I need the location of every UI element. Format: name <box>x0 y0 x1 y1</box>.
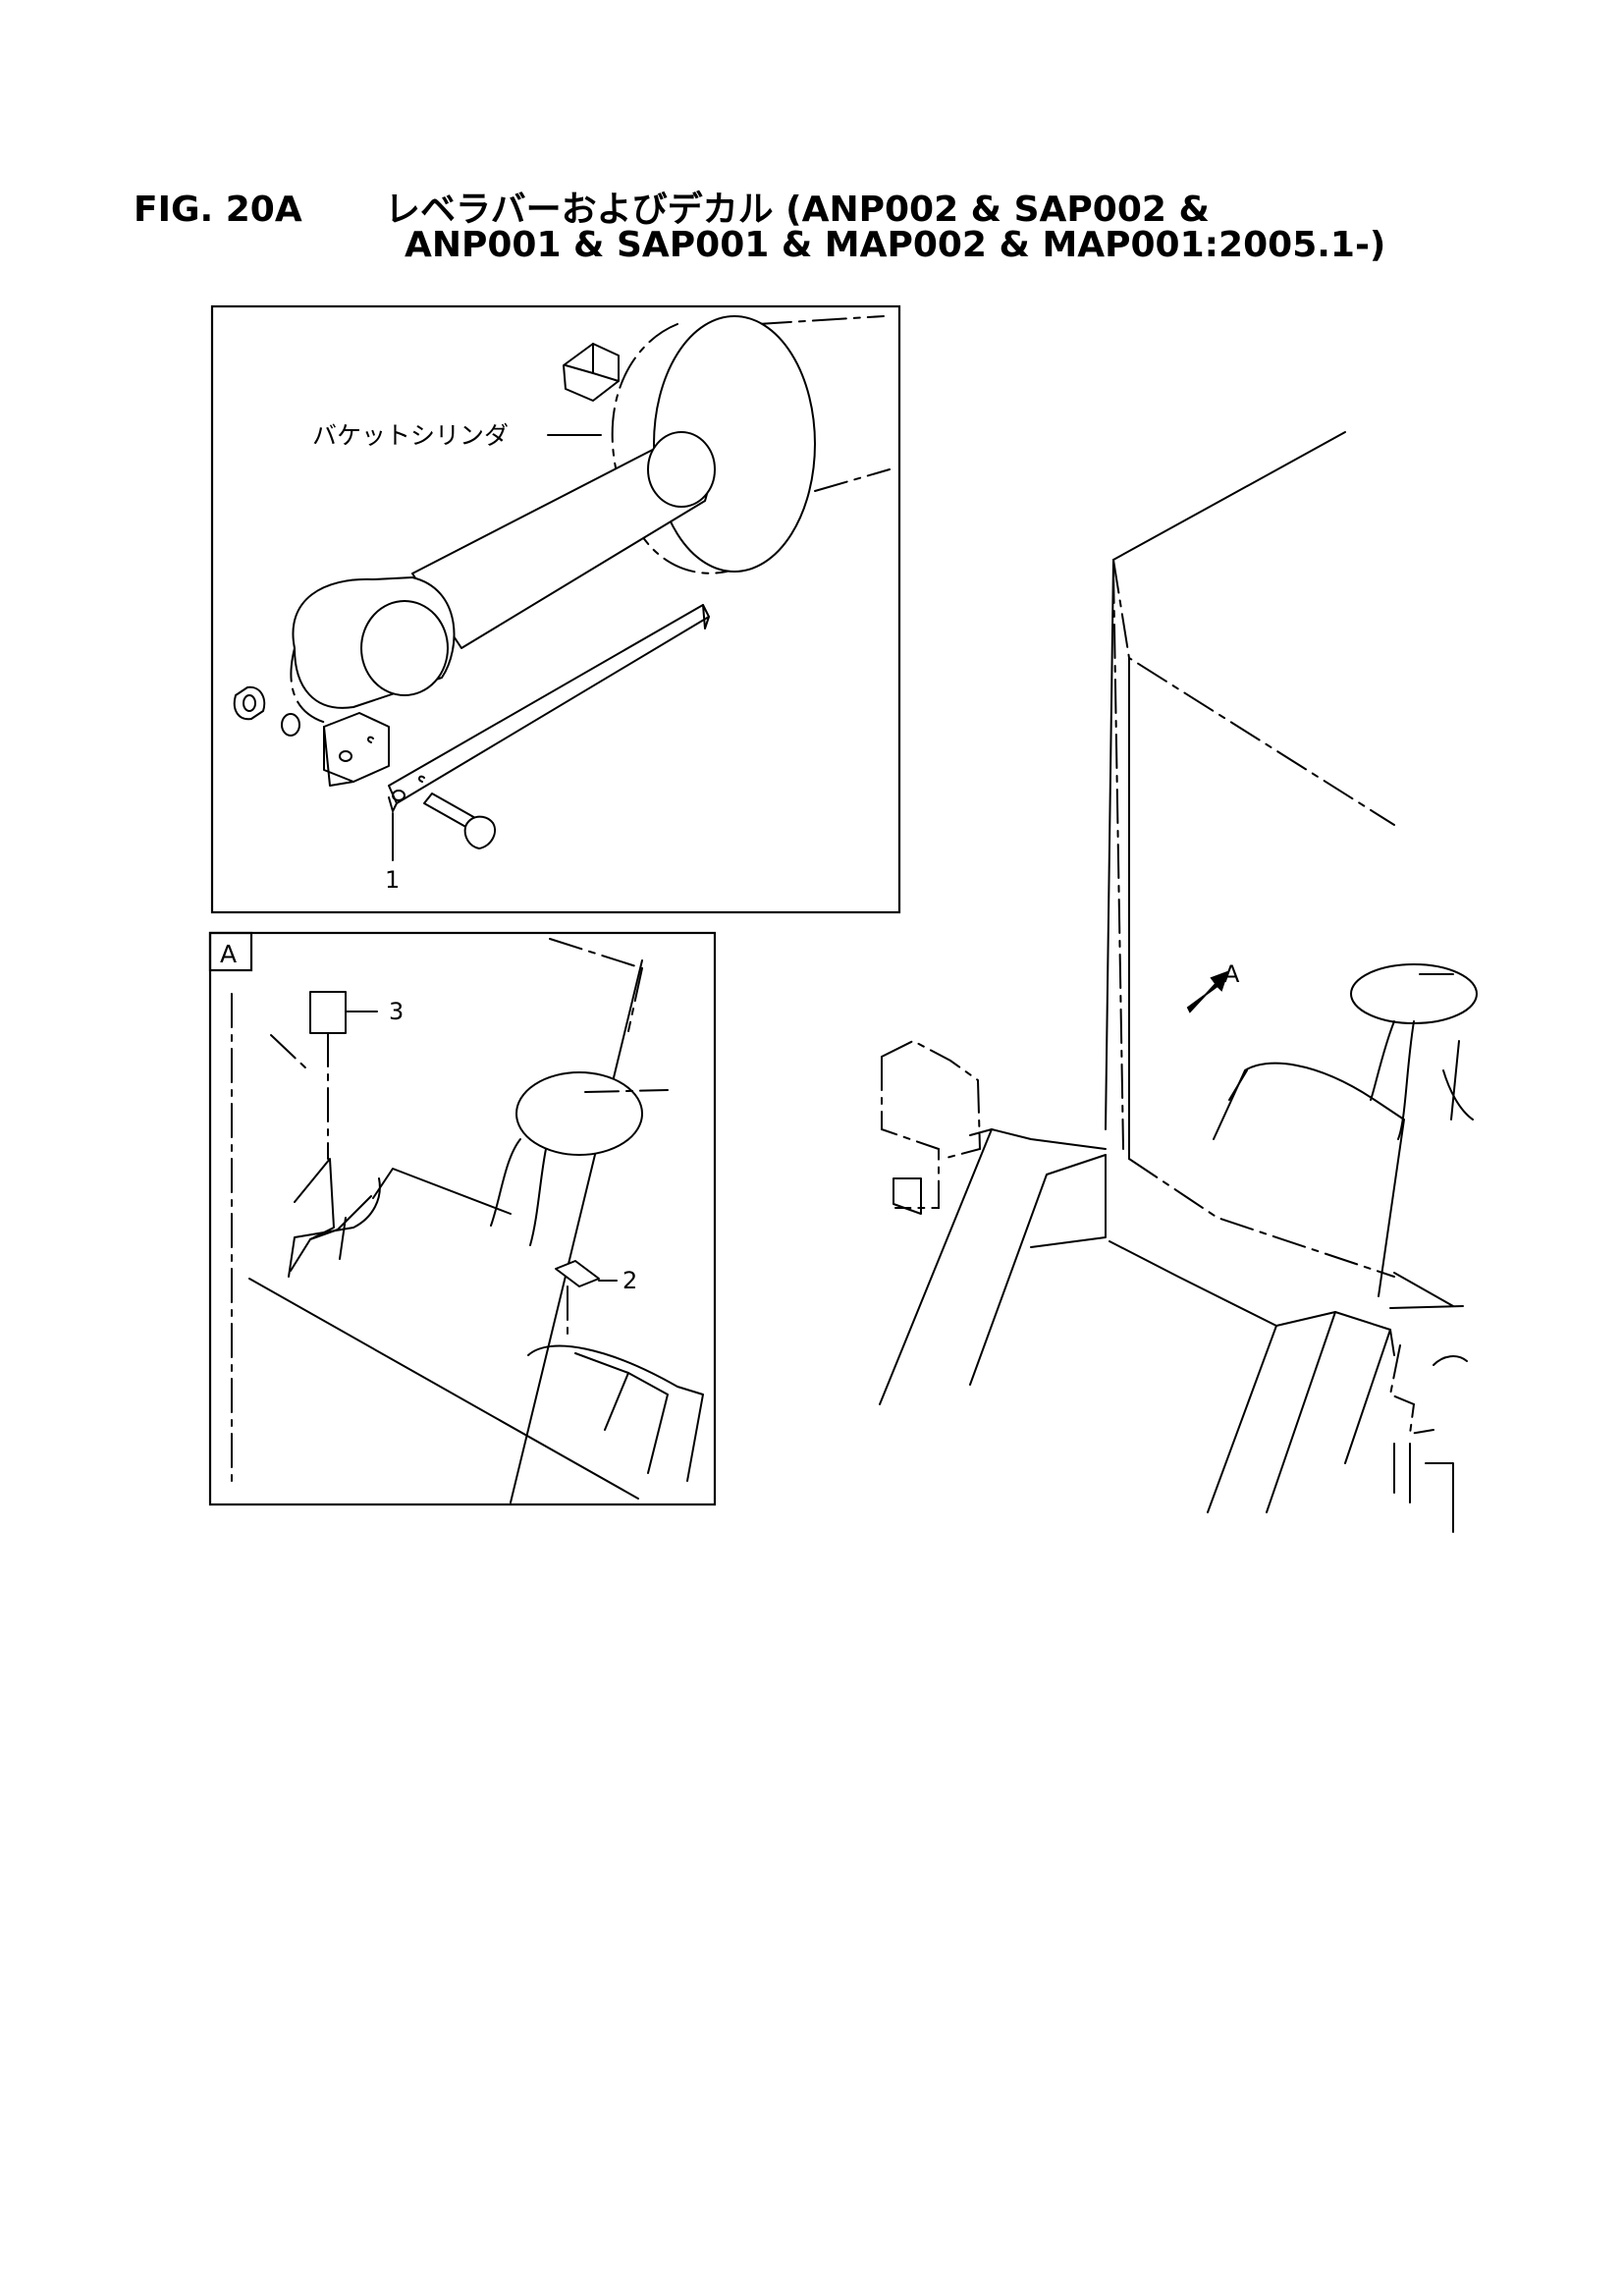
bracket-hole <box>339 750 352 762</box>
cylinder-barrel-edge-bottom <box>814 468 891 492</box>
detail-a-lever-details <box>309 1195 372 1260</box>
detail-a-wiring <box>270 1034 309 1071</box>
detail-a-step-edges <box>574 1352 669 1474</box>
detail-a-panel-edge <box>372 1168 512 1215</box>
cab-pillar-inner <box>1112 569 1124 1150</box>
left-frame-side <box>1030 1154 1107 1248</box>
view-a-arrow <box>1186 970 1229 1013</box>
cab-roof-edge <box>1112 431 1346 561</box>
front-console-edge <box>1228 1069 1248 1101</box>
cab-seat-support <box>1370 1020 1415 1140</box>
mounting-bracket-side <box>323 726 354 787</box>
leveler-bar-hole <box>392 790 406 801</box>
frame-cross-member <box>1109 1240 1395 1356</box>
cylinder-barrel-edge-top <box>757 315 885 325</box>
rear-step-curve <box>1433 1355 1468 1366</box>
left-fender-step-dashed <box>881 1056 940 1209</box>
detail-a-seat-guide <box>584 1089 669 1093</box>
cylinder-detail-frame <box>210 304 901 914</box>
port-fitting-edges <box>565 343 620 382</box>
rear-step-dashed <box>1388 1344 1434 1436</box>
figure-title-line1: レベラバーおよびデカル (ANP002 & SAP002 & <box>385 190 1210 230</box>
pin-bushing <box>233 685 266 721</box>
leveler-bar-thickness <box>388 604 710 812</box>
frame-rear-top <box>1389 1272 1464 1309</box>
rod-gland <box>647 431 716 508</box>
frame-rear-rails <box>1207 1311 1391 1513</box>
detail-a-frame <box>208 931 717 1506</box>
cab-pillar-front <box>1105 559 1114 1130</box>
leveler-bar-clip <box>417 775 425 783</box>
detail-a-pillar-line <box>510 959 643 1503</box>
bracket-clip <box>366 736 374 743</box>
figure-number: FIG. 20A <box>134 190 302 230</box>
left-fender-dashed <box>881 1039 982 1160</box>
detail-a-panel: A 3 2 <box>208 931 717 1506</box>
detail-a-seat-support <box>490 1138 547 1246</box>
detail-a-seat-cushion <box>515 1071 643 1156</box>
mounting-bracket <box>323 712 390 783</box>
cab-roof-front <box>1112 559 1395 826</box>
o-ring <box>281 713 300 737</box>
cab-seat-cushion <box>1350 963 1478 1024</box>
view-a-arrow-label: A <box>1223 960 1240 988</box>
cab-seat-back <box>1442 1040 1474 1121</box>
bolt-head <box>463 815 497 849</box>
detail-a-step-outline <box>527 1344 704 1482</box>
detail-a-floor-line <box>248 1278 639 1500</box>
detail-a-lever-housing <box>290 1158 335 1272</box>
bucket-cylinder-label: バケットシリンダ <box>312 421 509 450</box>
rod-eye-bore <box>360 600 449 696</box>
detail-a-tag: A <box>220 940 237 968</box>
detail-a-pillar-top <box>627 967 643 1032</box>
left-frame-inner <box>969 1154 1107 1386</box>
callout-2-label: 2 <box>622 1267 637 1294</box>
rod-eye-back <box>290 647 335 726</box>
detail-a-console-outline <box>288 1177 381 1278</box>
floor-edge <box>1128 1158 1395 1278</box>
cylinder-detail-panel: 1 バケットシリンダ <box>210 304 901 914</box>
rear-ladder <box>1393 1443 1454 1533</box>
detail-a-roof-edge <box>549 938 643 969</box>
left-frame-outer <box>879 1128 1107 1405</box>
left-step <box>893 1177 922 1215</box>
callout-1-label: 1 <box>385 866 400 894</box>
front-console <box>1213 1062 1405 1297</box>
left-fender-join <box>969 1128 993 1136</box>
callout-3-label: 3 <box>389 998 404 1025</box>
machine-main-view: A <box>879 431 1478 1533</box>
bushing-hole <box>243 694 256 712</box>
decal-3 <box>309 991 347 1034</box>
detail-a-tag-box <box>208 931 253 972</box>
figure-title-line2: ANP001 & SAP001 & MAP002 & MAP001:2005.1… <box>405 225 1386 265</box>
decal-2 <box>555 1260 600 1287</box>
